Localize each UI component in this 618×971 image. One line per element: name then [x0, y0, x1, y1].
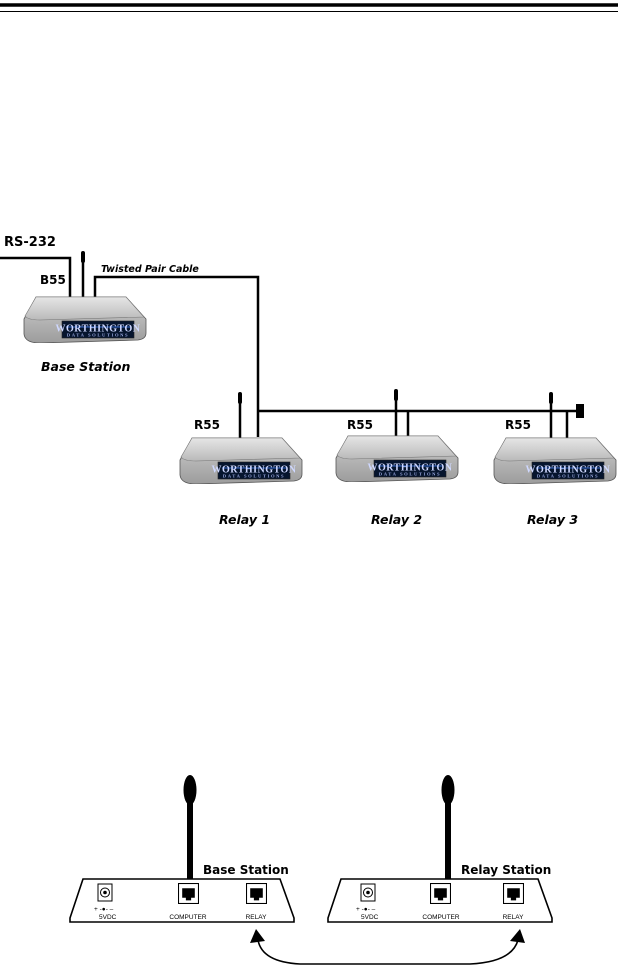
- relay-relay-label: RELAY: [503, 914, 524, 921]
- relay-1-unit: [180, 392, 302, 484]
- relay-computer-label: COMPUTER: [422, 914, 460, 921]
- relay-3-caption: Relay 3: [527, 512, 578, 527]
- base-computer-label: COMPUTER: [169, 914, 207, 921]
- base-model-label: B55: [40, 273, 66, 287]
- relay-2-unit: [336, 389, 458, 482]
- relay-polarity-label: + -●- –: [356, 906, 376, 913]
- base-station-caption: Base Station: [41, 359, 130, 374]
- relay-power-label: 5VDC: [361, 914, 379, 921]
- rs232-label: RS-232: [4, 235, 56, 250]
- relay-3-model-label: R55: [505, 418, 531, 432]
- relay-link-arrow: [250, 929, 525, 964]
- relay-3-unit: [494, 392, 616, 484]
- twisted-pair-label: Twisted Pair Cable: [101, 264, 199, 275]
- header-rule: [0, 5, 618, 12]
- relay-1-model-label: R55: [194, 418, 220, 432]
- base-station-panel: [70, 775, 294, 922]
- relay-station-panel: [328, 775, 552, 922]
- relay-1-caption: Relay 1: [219, 512, 270, 527]
- base-station-title: Base Station: [203, 863, 289, 877]
- cable-terminator: [576, 404, 584, 418]
- relay-2-caption: Relay 2: [371, 512, 422, 527]
- base-polarity-label: + -●- –: [94, 906, 114, 913]
- base-power-label: 5VDC: [99, 914, 117, 921]
- relay-station-title: Relay Station: [461, 863, 551, 877]
- relay-2-model-label: R55: [347, 418, 373, 432]
- base-relay-label: RELAY: [246, 914, 267, 921]
